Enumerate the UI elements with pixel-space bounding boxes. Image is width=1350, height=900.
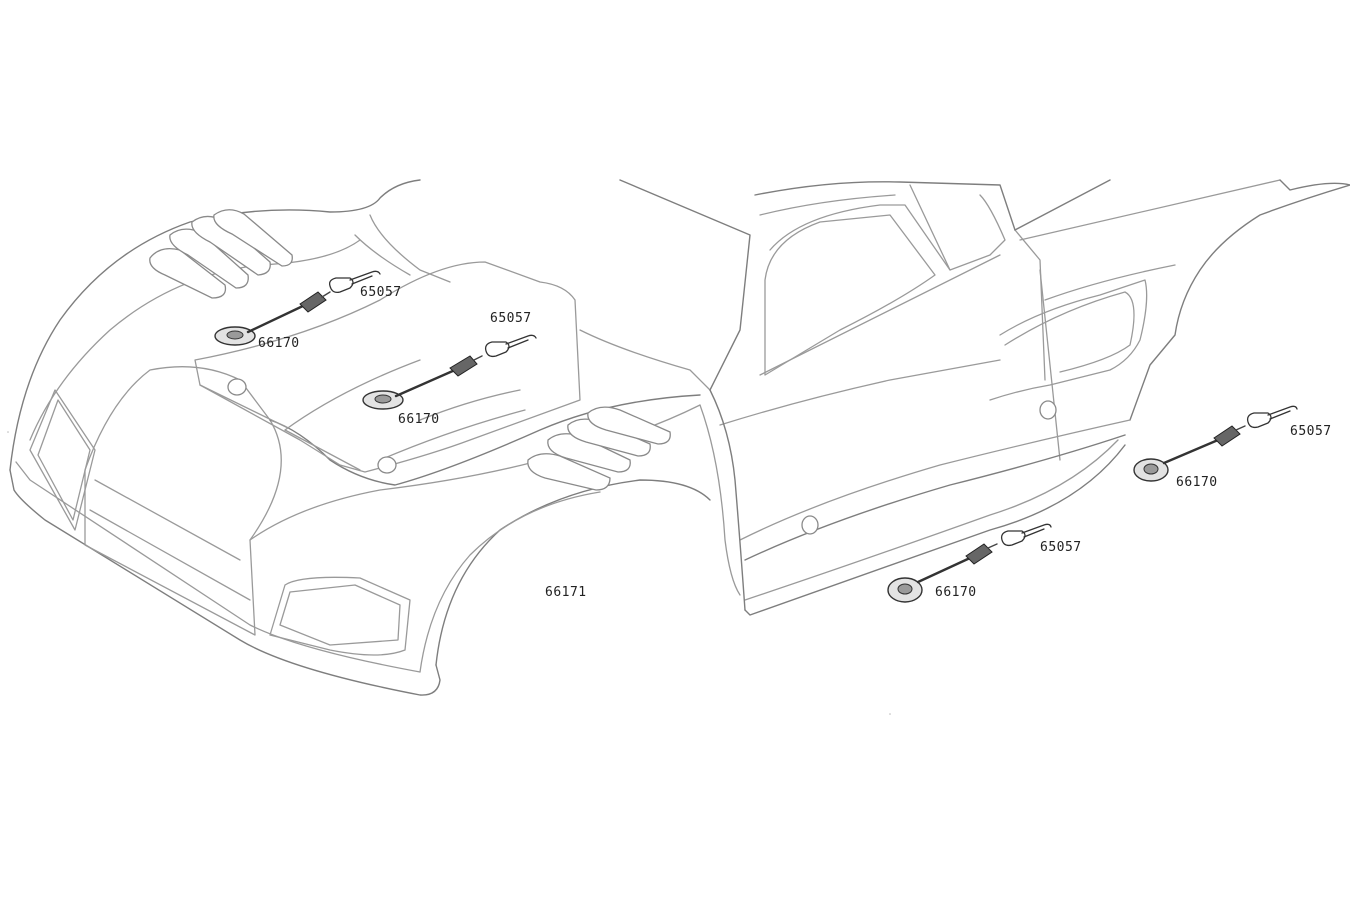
body-clip-icon [1246,405,1298,429]
pin-part-label: 66170 [258,336,300,351]
clip-part-label: 65057 [1290,424,1332,439]
callout-hood-center: 65057 66170 [362,311,537,427]
hole-hood-left [227,378,247,396]
body-pin-icon [916,543,998,584]
washer-icon [887,577,923,603]
body-pin-icon [246,291,331,334]
hole-side-rear [1039,400,1057,420]
stray-mark [889,713,891,715]
hole-side-mid [801,515,819,535]
body-clip-icon [1000,523,1052,547]
clip-part-label: 65057 [360,285,402,300]
pin-part-label: 66170 [935,585,977,600]
washer-icon [214,326,256,346]
washer-icon [1133,458,1169,482]
body-pin-icon [394,355,483,398]
hood-vents-right [527,406,671,491]
callout-side-rear: 65057 66170 [1133,405,1332,490]
hood-vents-left [149,209,293,299]
body-clip-icon [328,270,381,294]
stray-mark [7,431,9,433]
hole-hood-right [377,456,397,474]
body-pin-icon [1162,425,1246,465]
pin-part-label: 66170 [398,412,440,427]
body-clip-icon [484,334,537,358]
callout-side-mid: 65057 66170 [887,523,1082,603]
washer-icon [362,390,404,410]
callout-hood-left: 65057 66170 [214,270,402,351]
mounting-holes [227,378,1057,535]
clip-part-label: 65057 [490,311,532,326]
pin-part-label: 66170 [1176,475,1218,490]
clip-part-label: 65057 [1040,540,1082,555]
body-part-label: 66171 [545,585,587,600]
